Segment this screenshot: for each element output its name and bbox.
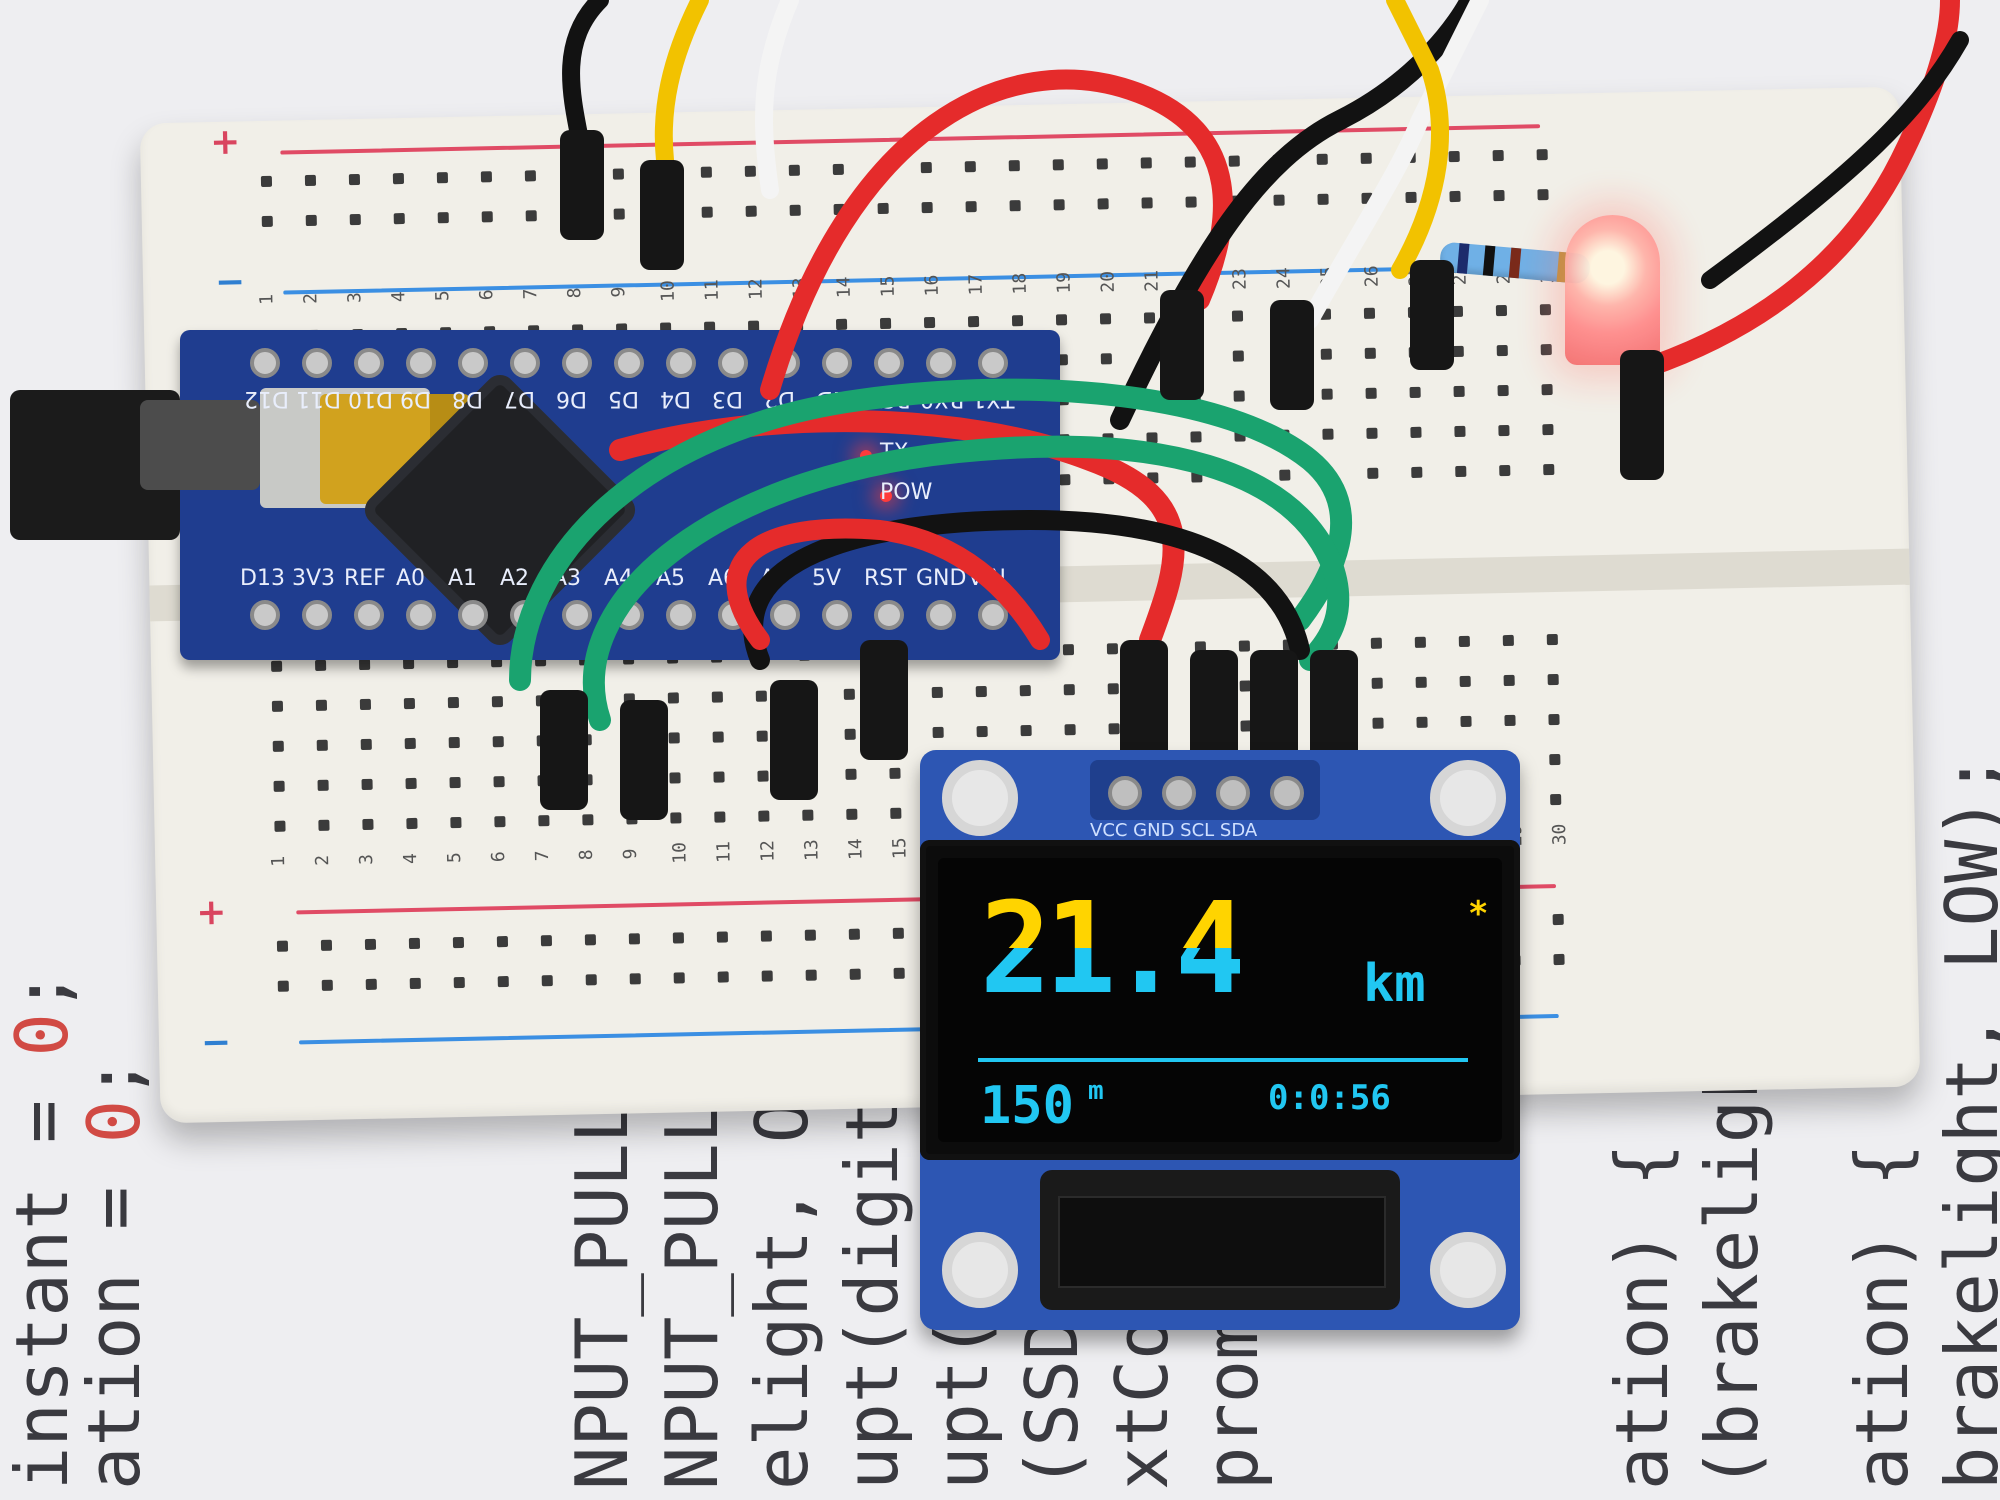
nano-pin xyxy=(354,600,384,630)
oled-pin xyxy=(1270,776,1304,810)
nano-bottom-label: REF xyxy=(344,566,386,591)
usb-cable-plug xyxy=(140,400,260,490)
nano-pin xyxy=(458,600,488,630)
nano-pin xyxy=(718,348,748,378)
nano-pin xyxy=(562,348,592,378)
nano-pin xyxy=(406,600,436,630)
wire-yellow-right xyxy=(1386,0,1449,279)
oled-pin-labels: VCC GND SCL SDA xyxy=(1090,820,1258,841)
oled-distance-value: 21.4 21.4 xyxy=(980,886,1240,1010)
power-led-label: POW xyxy=(880,480,933,505)
nano-pin xyxy=(562,600,592,630)
mount-hole xyxy=(1430,1232,1506,1308)
nano-pin xyxy=(822,348,852,378)
wire-green-long-1 xyxy=(509,378,1353,691)
nano-bottom-label: RST xyxy=(864,566,907,591)
mount-hole xyxy=(942,760,1018,836)
oled-module: VCC GND SCL SDA * 21.4 21.4 km 150 m 0:0… xyxy=(920,750,1520,1330)
oled-pin xyxy=(1216,776,1250,810)
mount-hole xyxy=(942,1232,1018,1308)
nano-bottom-label: D13 xyxy=(240,566,285,591)
wire-black-top xyxy=(562,0,609,149)
nano-pin xyxy=(510,348,540,378)
mount-hole xyxy=(1430,760,1506,836)
nano-bottom-label: 5V xyxy=(812,566,842,591)
oled-distance-unit: km xyxy=(1363,954,1426,1014)
wire-green-long-2 xyxy=(583,435,1350,731)
oled-divider xyxy=(978,1058,1468,1062)
nano-pin xyxy=(926,348,956,378)
wire-white-top xyxy=(755,0,799,199)
wire-connectors xyxy=(540,130,1664,820)
nano-pin xyxy=(458,348,488,378)
wire-yellow-top xyxy=(654,0,709,169)
oled-pin xyxy=(1108,776,1142,810)
nano-pin xyxy=(978,348,1008,378)
nano-pin xyxy=(354,348,384,378)
nano-pin xyxy=(874,600,904,630)
nano-bottom-label: A0 xyxy=(396,566,426,591)
nano-bottom-label: A1 xyxy=(448,566,478,591)
oled-indicator: * xyxy=(1468,894,1489,934)
oled-screen: * 21.4 21.4 km 150 m 0:0:56 xyxy=(920,840,1520,1160)
oled-secondary-unit: m xyxy=(1088,1076,1104,1106)
nano-pin xyxy=(770,600,800,630)
oled-pin xyxy=(1162,776,1196,810)
nano-pin xyxy=(874,348,904,378)
wire-black-right xyxy=(1701,31,1969,289)
nano-pin xyxy=(926,600,956,630)
oled-header xyxy=(1090,760,1320,820)
wire-white-right xyxy=(1301,0,1489,329)
nano-pin xyxy=(250,600,280,630)
nano-bottom-label: A2 xyxy=(500,566,530,591)
wire-black-long xyxy=(743,510,1310,670)
nano-pin xyxy=(302,348,332,378)
wire-red-loop xyxy=(760,69,1233,400)
nano-pin xyxy=(666,348,696,378)
oled-time: 0:0:56 xyxy=(1268,1078,1391,1118)
nano-bottom-label: GND xyxy=(916,566,967,591)
wire-red-short xyxy=(726,518,1050,650)
nano-pin xyxy=(250,348,280,378)
nano-pin xyxy=(822,600,852,630)
oled-distance-value-yellow: 21.4 xyxy=(980,886,1240,948)
nano-pin xyxy=(978,600,1008,630)
oled-secondary-value: 150 xyxy=(980,1076,1074,1136)
nano-pin xyxy=(614,348,644,378)
power-led-glow xyxy=(880,490,892,502)
nano-pin xyxy=(666,600,696,630)
red-led xyxy=(1565,215,1660,365)
oled-screen-display: * 21.4 21.4 km 150 m 0:0:56 xyxy=(938,858,1502,1142)
oled-glass-edge xyxy=(1058,1196,1386,1288)
oled-glass-ribbon xyxy=(1040,1170,1400,1310)
oled-distance-value-cyan: 21.4 xyxy=(980,892,1241,1010)
nano-bottom-label: 3V3 xyxy=(292,566,336,591)
nano-pin xyxy=(406,348,436,378)
nano-pin xyxy=(302,600,332,630)
wire-red-right xyxy=(1630,0,1960,380)
